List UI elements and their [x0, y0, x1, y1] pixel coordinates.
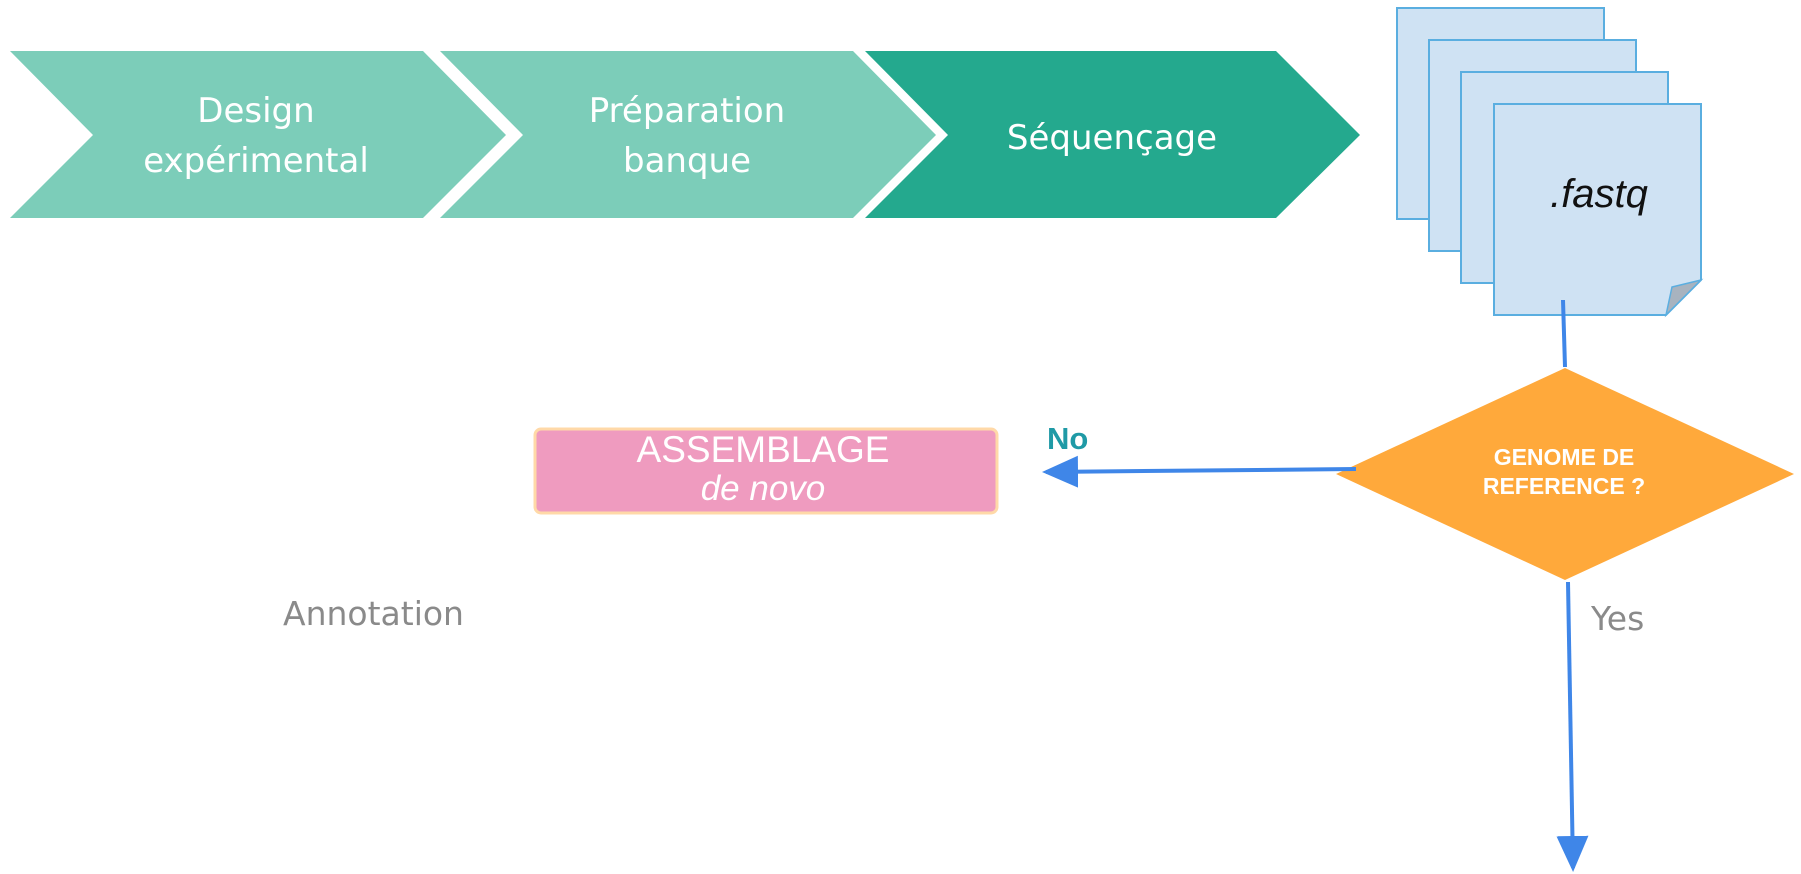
- yes-label: Yes: [1590, 599, 1644, 638]
- reference-genome-decision: GENOME DE REFERENCE ?: [1336, 368, 1794, 580]
- file-fold-icon: [1664, 278, 1704, 318]
- chevron-shape-design: [10, 51, 506, 218]
- preparation-line1: Préparation: [589, 91, 785, 131]
- design-line2: expérimental: [143, 141, 369, 181]
- decision-diamond: [1336, 368, 1794, 580]
- design-line1: Design: [197, 91, 314, 131]
- pipeline-step-design: Design expérimental: [10, 51, 506, 218]
- assembly-box-shape: [533, 427, 999, 515]
- arrow-yes-branch: [1556, 581, 1589, 872]
- no-label: No: [1047, 421, 1088, 456]
- connector-file-to-decision: [1561, 299, 1567, 368]
- fastq-label: .fastq: [1550, 172, 1648, 216]
- fastq-file-stack: .fastq: [1396, 7, 1704, 318]
- assembly-line2: de novo: [701, 469, 826, 508]
- chevron-shape-sequencing: [865, 51, 1360, 218]
- decision-line2: REFERENCE ?: [1483, 473, 1645, 499]
- assembly-de-novo-box: ASSEMBLAGE de novo: [533, 427, 999, 515]
- assembly-line1: ASSEMBLAGE: [637, 429, 890, 470]
- sequencing-label: Séquençage: [1007, 118, 1217, 158]
- annotation-label: Annotation: [283, 594, 464, 633]
- pipeline-step-sequencing: Séquençage: [865, 51, 1360, 218]
- preparation-line2: banque: [623, 141, 751, 181]
- decision-line1: GENOME DE: [1494, 444, 1635, 470]
- chevron-shape-preparation: [440, 51, 936, 218]
- arrow-no-branch: [1042, 455, 1357, 488]
- pipeline-step-preparation: Préparation banque: [440, 51, 936, 218]
